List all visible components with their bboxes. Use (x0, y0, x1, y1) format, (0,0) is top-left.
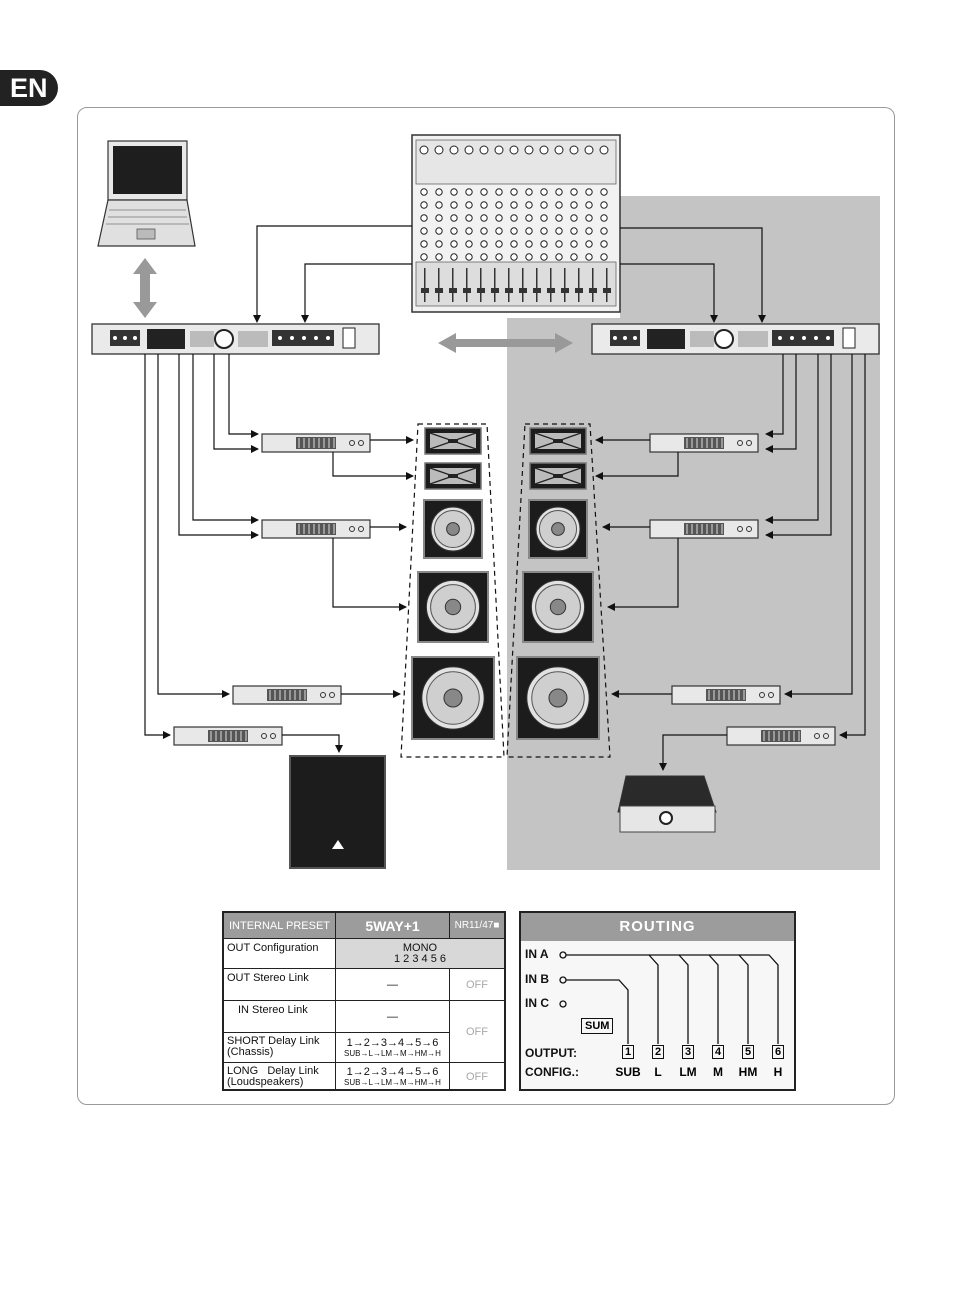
low-speaker-icon (411, 656, 495, 740)
signal-wire (784, 354, 853, 698)
signal-wire (620, 263, 718, 323)
horn-speaker-icon (424, 462, 482, 490)
signal-wire (253, 225, 412, 323)
output-4: 4 (712, 1045, 724, 1059)
input-a-label: IN A (525, 947, 549, 961)
stereo-link-arrow-icon (438, 333, 573, 353)
routing-panel: ROUTING IN A IN B IN C SUM OUTPUT: CONFI… (519, 911, 796, 1091)
row-value-sub: 1 2 3 4 5 6 (394, 952, 446, 965)
row-label: OUT Configuration (224, 939, 336, 968)
horn-speaker-icon (529, 427, 587, 455)
horn-speaker-icon (424, 427, 482, 455)
mixer-icon (411, 134, 621, 313)
amplifier-icon (671, 685, 781, 705)
row-label: IN Stereo Link (224, 1001, 336, 1033)
signal-wire (282, 734, 343, 753)
amplifier-icon (649, 433, 759, 453)
signal-wire (213, 354, 259, 453)
routing-lines (559, 951, 779, 1044)
output-label: OUTPUT: (525, 1046, 577, 1060)
output-2: 2 (652, 1045, 664, 1059)
input-c-label: IN C (525, 996, 549, 1010)
config-6: H (773, 1065, 783, 1079)
signal-wire (228, 354, 259, 438)
speaker-stack-right-outline (506, 423, 611, 758)
table-row: LONG Delay Link(Loudspeakers) 1→2→3→4→5→… (224, 1063, 504, 1091)
language-badge: EN (0, 70, 58, 106)
lock-icon: ■ (493, 920, 500, 931)
row-label: LONG Delay Link(Loudspeakers) (224, 1063, 336, 1091)
config-1: SUB (615, 1065, 641, 1079)
signal-wire (192, 354, 259, 524)
low-mid-speaker-icon (522, 571, 594, 643)
processor-right-icon (591, 323, 880, 355)
signal-wire (607, 538, 679, 611)
signal-wire (178, 354, 259, 539)
preset-name: 5WAY+1 (336, 913, 450, 938)
preset-number: NR11/47■ (450, 913, 504, 938)
amplifier-icon (261, 433, 371, 453)
diagram-frame (77, 107, 895, 1105)
out-config-value: MONO 1 2 3 4 5 6 (336, 939, 504, 968)
config-5: HM (738, 1065, 758, 1079)
table-row: OUT Configuration MONO 1 2 3 4 5 6 (224, 939, 504, 969)
horn-speaker-icon (529, 462, 587, 490)
row-state: OFF (466, 1071, 488, 1083)
table-row-group: IN Stereo Link — SHORT Delay Link(Chassi… (224, 1001, 504, 1063)
signal-wire (765, 354, 784, 438)
config-label: CONFIG.: (525, 1065, 579, 1079)
processor-left-icon (91, 323, 380, 355)
low-mid-speaker-icon (417, 571, 489, 643)
signal-wire (157, 354, 230, 698)
row-value: MONO (402, 941, 438, 954)
row-value: — (336, 969, 450, 1000)
signal-wire (595, 452, 679, 480)
sum-label: SUM (581, 1018, 614, 1034)
mid-speaker-icon (528, 499, 588, 559)
amplifier-icon (726, 726, 836, 746)
output-3: 3 (682, 1045, 694, 1059)
amplifier-icon (173, 726, 283, 746)
signal-wire (659, 734, 727, 771)
preset-table: INTERNAL PRESET 5WAY+1 NR11/47■ OUT Conf… (222, 911, 506, 1091)
speaker-stack-left-outline (400, 423, 505, 758)
signal-wire (765, 354, 832, 539)
table-row: OUT Stereo Link — OFF (224, 969, 504, 1001)
row-label: SHORT Delay Link(Chassis) (224, 1033, 336, 1063)
config-2: L (654, 1065, 662, 1079)
input-b-label: IN B (525, 972, 549, 986)
amplifier-icon (261, 519, 371, 539)
laptop-link-arrow-icon (133, 258, 157, 318)
output-1: 1 (622, 1045, 634, 1059)
signal-wire (332, 452, 414, 480)
config-4: M (713, 1065, 723, 1079)
routing-title: ROUTING (521, 913, 794, 941)
signal-wire (332, 538, 407, 611)
signal-wire (765, 354, 797, 453)
row-state: OFF (466, 978, 488, 991)
signal-wire (839, 354, 866, 739)
monitor-wedge-icon (617, 775, 717, 833)
signal-wire (144, 354, 171, 739)
low-speaker-icon (516, 656, 600, 740)
signal-wire (765, 354, 819, 524)
subwoofer-icon (289, 755, 386, 869)
output-6: 6 (772, 1045, 784, 1059)
config-3: LM (679, 1065, 697, 1079)
row-label: OUT Stereo Link (224, 969, 336, 1000)
amplifier-icon (649, 519, 759, 539)
amplifier-icon (232, 685, 342, 705)
signal-wire (301, 263, 412, 323)
signal-wire (620, 227, 766, 323)
output-5: 5 (742, 1045, 754, 1059)
row-value: — (336, 1001, 450, 1033)
laptop-icon (97, 140, 196, 247)
preset-header-label: INTERNAL PRESET (224, 913, 336, 938)
row-state: OFF (450, 1001, 504, 1063)
mid-speaker-icon (423, 499, 483, 559)
